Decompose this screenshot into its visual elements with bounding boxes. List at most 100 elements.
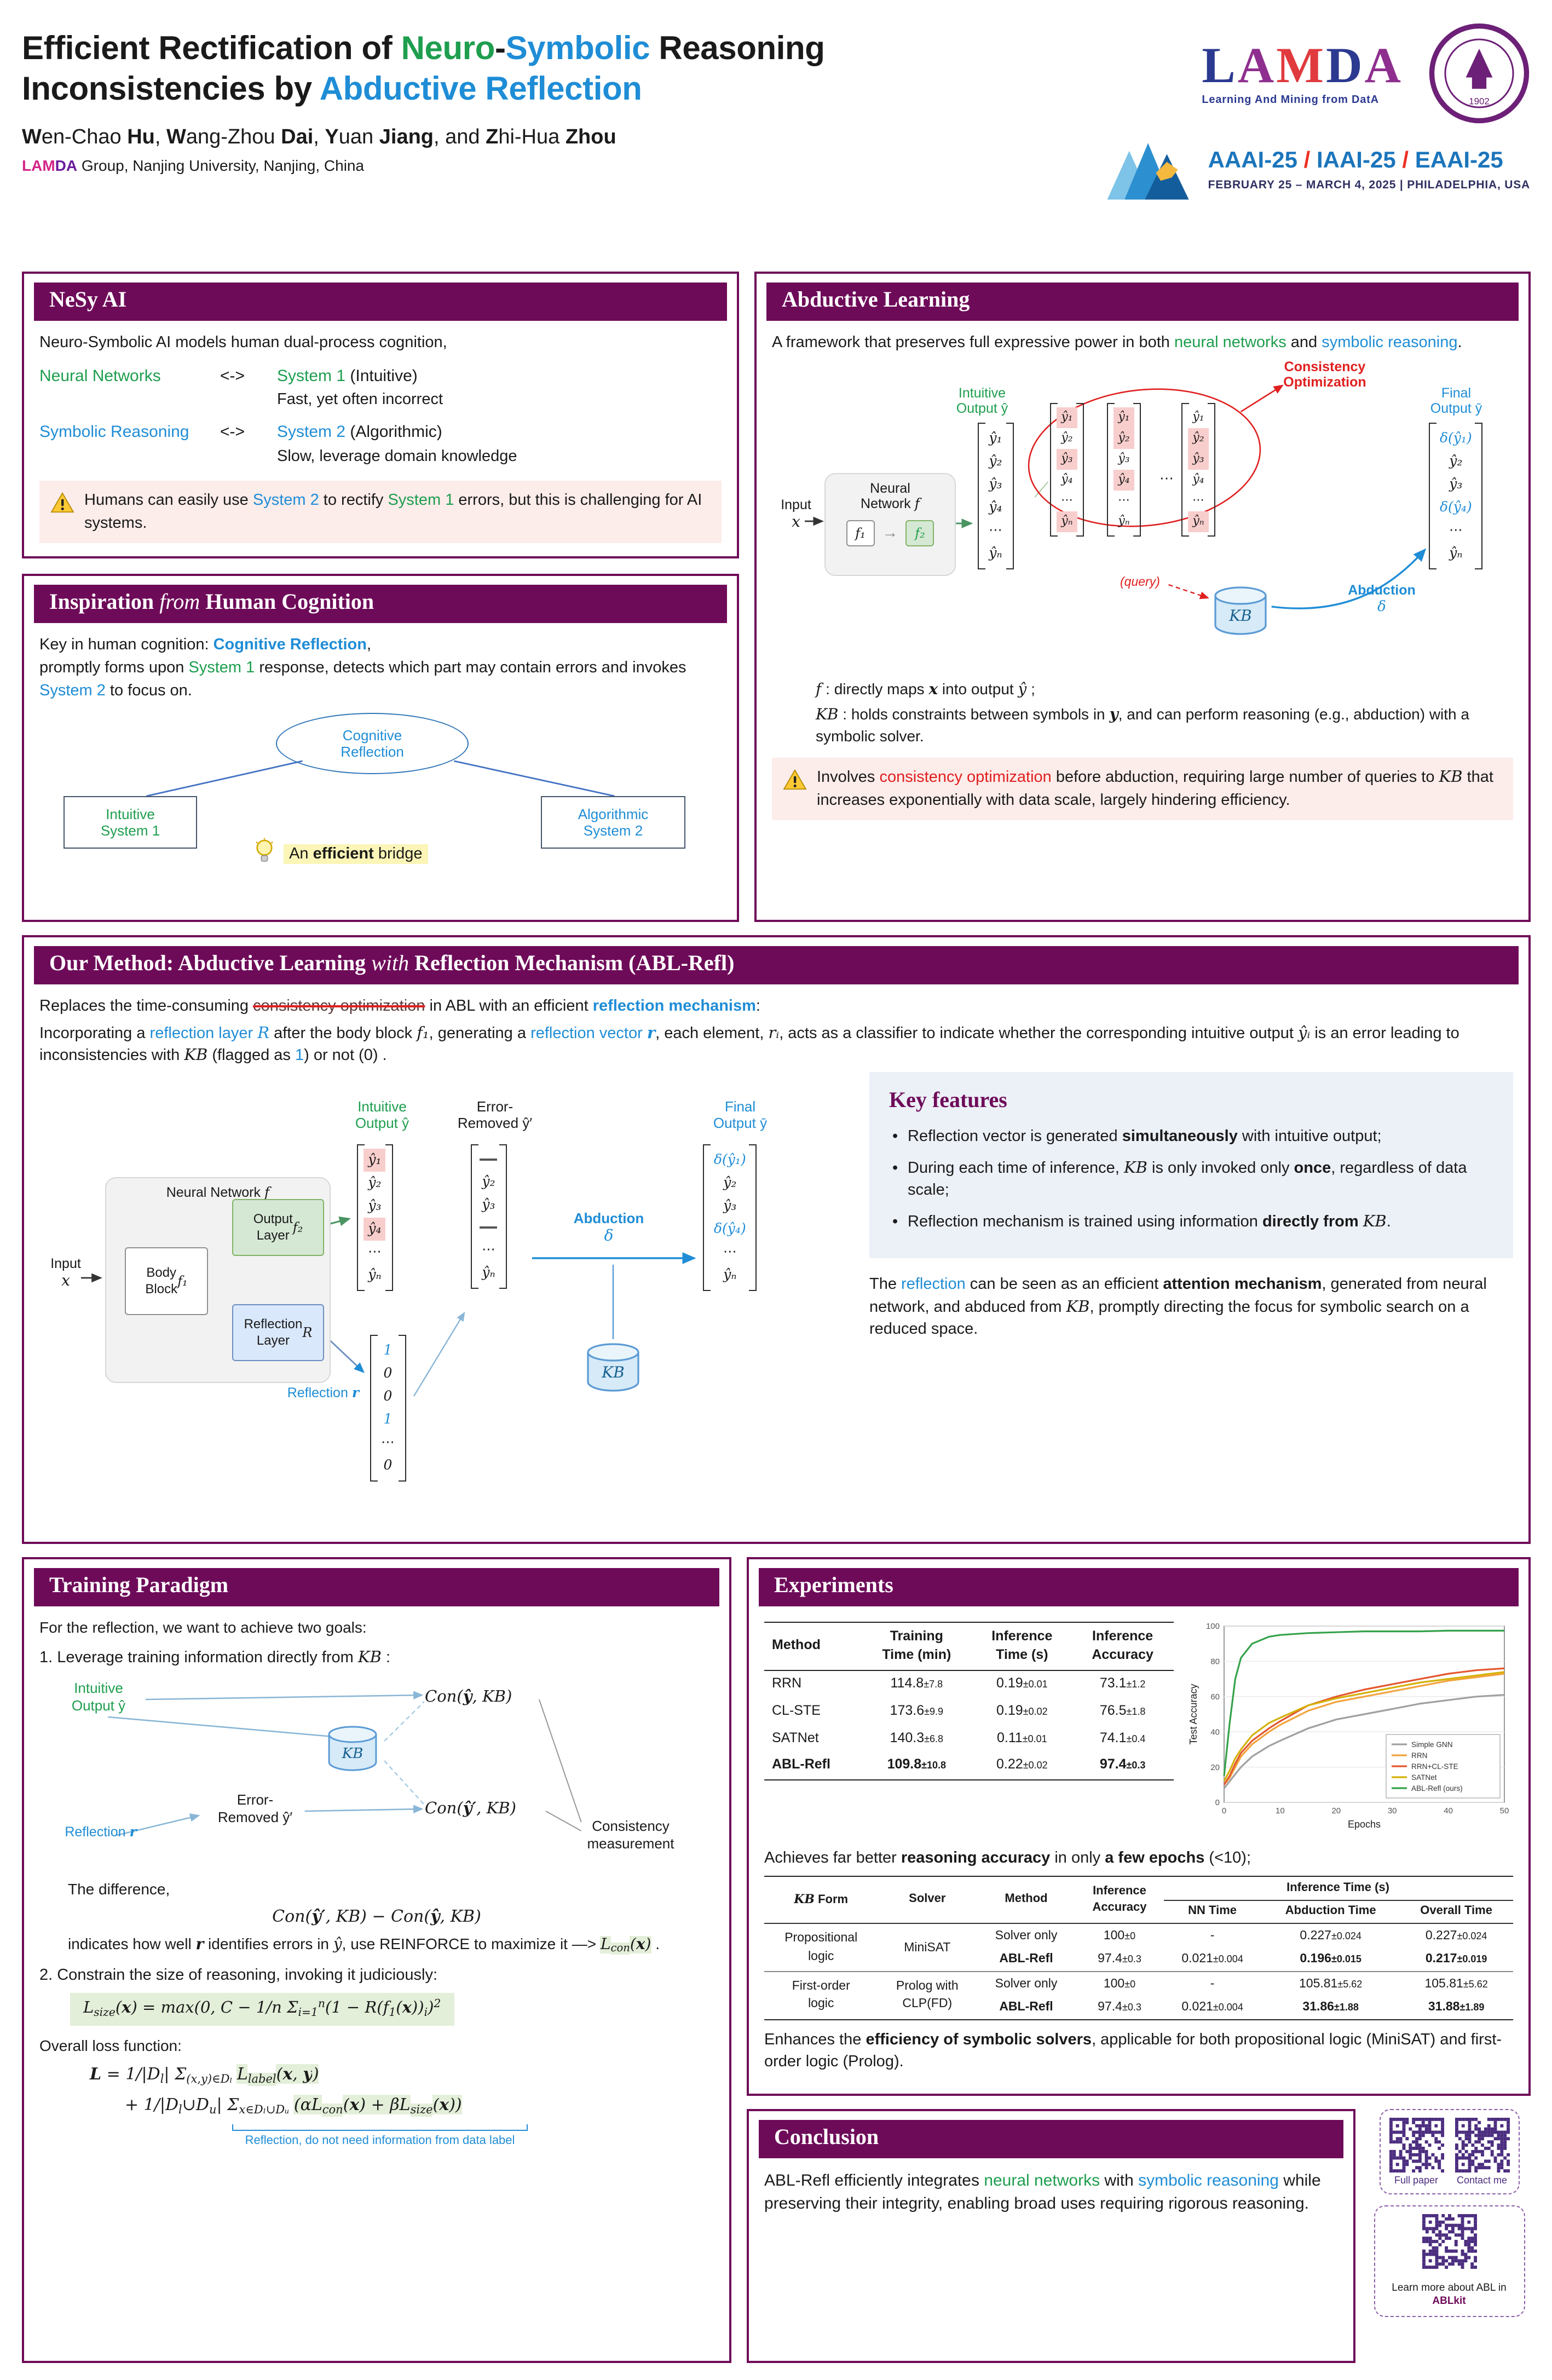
table-row: SATNet 140.3±6.8 0.11±0.01 74.1±0.4 — [772, 1730, 1146, 1745]
cognition-diagram: Cognitive Reflection Intuitive System 1 … — [39, 711, 722, 886]
abduction-label: Abduction δ — [1332, 582, 1431, 618]
vector-cell: ŷₙ — [1057, 511, 1077, 532]
nesy-row1-sub: Fast, yet often incorrect — [277, 390, 443, 408]
vector-cell: ŷ₃ — [1118, 451, 1130, 466]
vector-cell: ŷ₁ — [1192, 410, 1204, 424]
vector-cell: ŷ₃ — [723, 1197, 737, 1214]
key-features-box: Key features Reflection vector is genera… — [869, 1071, 1513, 1259]
vector-cell: ⋯ — [368, 1243, 382, 1260]
vector-cell: ⋯ — [723, 1243, 737, 1260]
nju-seal-icon: 1902 — [1428, 23, 1529, 124]
kb-label: KB — [342, 1746, 364, 1762]
consistency-yprime-formula: Con(ŷ′, KB) — [425, 1799, 516, 1818]
training-error-label: Error- Removed ŷ′ — [217, 1791, 293, 1825]
system1-label: Intuitive System 1 — [100, 805, 160, 839]
lamda-logo: LAMDA Learning And Mining from DatA — [1202, 40, 1403, 106]
nesy-row2-sub: Slow, leverage domain knowledge — [277, 447, 517, 465]
qr-box-top: Full paper Contact me — [1379, 2108, 1519, 2194]
abduction-delta: δ — [604, 1228, 614, 1246]
abduction-text: Abduction — [573, 1209, 644, 1226]
vector-cell: ŷ₂ — [482, 1173, 495, 1190]
system2-node: Algorithmic System 2 — [541, 796, 685, 849]
vector-cell: ⋯ — [1061, 493, 1073, 508]
lamda-logo-subtitle: Learning And Mining from DatA — [1202, 94, 1379, 106]
svg-text:0: 0 — [1221, 1806, 1226, 1816]
vector-cell: 0 — [383, 1387, 393, 1404]
vector-cell: ⋯ — [381, 1433, 395, 1450]
intuitive-output-label: Intuitive Output ŷ — [355, 1098, 409, 1132]
qr-item-paper: Full paper — [1389, 2117, 1444, 2186]
table-row: ABL-Refl 109.8±10.8 0.22±0.02 97.4±0.3 — [764, 1752, 1173, 1779]
table-header-row: KB Form Solver Method Inference Accuracy… — [764, 1876, 1513, 1924]
difference-intro: The difference, — [68, 1880, 170, 1898]
panel-nesy: NeSy AI Neuro-Symbolic AI models human d… — [22, 272, 739, 559]
column-header: Inference Accuracy — [1075, 1876, 1164, 1924]
abduction-text: Abduction — [1348, 582, 1416, 598]
method-input-label: Input x — [39, 1255, 92, 1293]
loss-formula-line2: + 1/|Dl∪Du| Σx∈Dₗ∪Dᵤ (αLcon(x) + βLsize(… — [125, 2094, 462, 2117]
vector-cell: ŷ₂ — [368, 1174, 382, 1191]
method-nn-title: Neural Network f — [166, 1183, 270, 1200]
output-layer-block: Output Layer f₂ — [232, 1198, 324, 1256]
input-symbol: x — [792, 514, 800, 532]
panel-header-abl: Abductive Learning — [766, 283, 1518, 321]
vector-cell: 0 — [383, 1456, 393, 1473]
column-header: Solver — [878, 1876, 977, 1924]
vector-cell: ŷ₃ — [482, 1196, 495, 1213]
svg-text:60: 60 — [1210, 1692, 1219, 1702]
loss-intro: Overall loss function: — [39, 2037, 182, 2055]
bridge-note: An efficient bridge — [254, 838, 428, 866]
training-goal2: 2. Constrain the size of reasoning, invo… — [39, 1967, 437, 1985]
vector-cell: ŷ₄ — [364, 1217, 386, 1241]
table-row: Propositional logic MiniSAT Solver only … — [784, 1929, 1487, 1963]
svg-text:20: 20 — [1210, 1763, 1219, 1772]
vector-cell: 1 — [383, 1341, 393, 1358]
table-header-row: Method Training Time (min) Inference Tim… — [764, 1622, 1173, 1670]
title-line-1: Efficient Rectification of Neuro-Symboli… — [22, 31, 825, 67]
vector-cell: ŷ₂ — [723, 1174, 737, 1191]
svg-text:Simple GNN: Simple GNN — [1411, 1741, 1452, 1749]
input-text: Input — [781, 497, 811, 512]
vector-cell: ŷ₃ — [368, 1197, 382, 1214]
training-intro: For the reflection, we want to achieve t… — [39, 1618, 367, 1636]
consistency-optimization-label: Consistency Optimization — [1283, 359, 1366, 390]
nesy-row2-left: Symbolic Reasoning — [39, 423, 189, 442]
abl-neural-network-box: Neural Network f f₁ → f₂ — [824, 472, 956, 576]
nesy-intro: Neuro-Symbolic AI models human dual-proc… — [39, 334, 447, 351]
f2-block: f₂ — [905, 520, 934, 547]
title-line-2: Inconsistencies by Abductive Reflection — [22, 71, 642, 108]
training-diagram: Intuitive Output ŷ Reflection r Error- R… — [39, 1672, 714, 1875]
candidate-dots: ⋯ — [1159, 469, 1174, 486]
vector-cell — [480, 1226, 498, 1229]
svg-text:ABL-Refl (ours): ABL-Refl (ours) — [1411, 1784, 1462, 1793]
error-removed-label: Error- Removed ŷ′ — [457, 1098, 533, 1132]
body-block: Body Block f₁ — [125, 1247, 208, 1315]
affiliation: LAMDA Group, Nanjing University, Nanjing… — [22, 157, 365, 175]
vector-cell: ŷ₄ — [1113, 469, 1134, 491]
vector-cell: δ(ŷ₁) — [714, 1151, 746, 1168]
size-loss-formula: Lsize(x) = max(0, C − 1/n Σi=1n(1 − R(f1… — [70, 1992, 454, 2026]
vector-cell: δ(ŷ₁) — [1440, 429, 1472, 446]
svg-text:80: 80 — [1210, 1657, 1219, 1667]
conclusion-text: ABL-Refl efficiently integrates neural n… — [764, 2171, 1321, 2214]
def-f-symbol — [772, 678, 809, 700]
abl-diagram: Consistency Optimization Input x Neural … — [772, 359, 1513, 674]
def-kb-symbol — [772, 705, 809, 747]
nesy-warning-text: Humans can easily use System 2 to rectif… — [84, 492, 702, 532]
qr-box-bottom: Learn more about ABL in ABLkit — [1374, 2205, 1525, 2317]
kb-label: KB — [601, 1363, 625, 1381]
panel-inspiration: Inspiration from Human Cognition Key in … — [22, 574, 739, 922]
table-row: CL-STE 173.6±9.9 0.19±0.02 76.5±1.8 — [772, 1702, 1146, 1718]
column-header: NN Time — [1163, 1900, 1262, 1924]
column-header: Inference Accuracy — [1092, 1628, 1153, 1663]
vector-cell: ŷ₄ — [1192, 472, 1204, 487]
warning-icon — [783, 769, 807, 790]
vector-cell: 1 — [383, 1410, 393, 1427]
vector-cell: ŷ₁ — [1057, 407, 1077, 428]
vector-cell: 0 — [383, 1364, 393, 1381]
